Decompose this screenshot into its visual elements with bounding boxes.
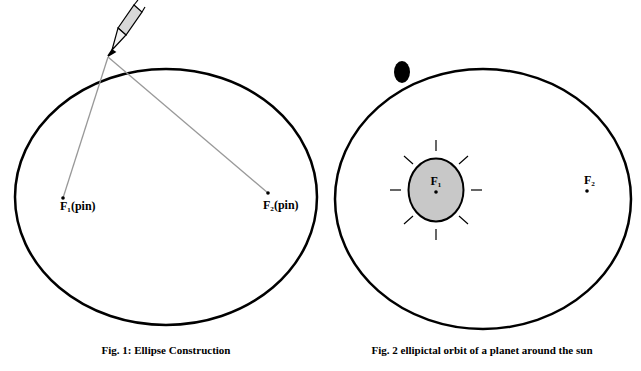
string	[63, 57, 108, 198]
pin-label: F₁(pin)	[60, 200, 96, 213]
sun-rays	[390, 140, 482, 240]
ellipse-outline	[15, 69, 317, 325]
pencil	[108, 0, 145, 56]
focus-label: F₁	[431, 175, 442, 188]
focus-dot	[585, 189, 589, 193]
figure-caption: Fig. 2 ellipictal orbit of a planet arou…	[371, 344, 592, 356]
sun-shape	[407, 157, 465, 223]
string	[108, 57, 268, 193]
orbit-ellipse	[335, 69, 631, 329]
pin-dot	[266, 191, 270, 195]
planet	[394, 61, 410, 83]
pin-label: F₂(pin)	[263, 199, 299, 212]
figure-caption: Fig. 1: Ellipse Construction	[102, 344, 231, 356]
sun-circle: F₁	[407, 157, 465, 223]
focus-label: F₂	[584, 174, 595, 187]
